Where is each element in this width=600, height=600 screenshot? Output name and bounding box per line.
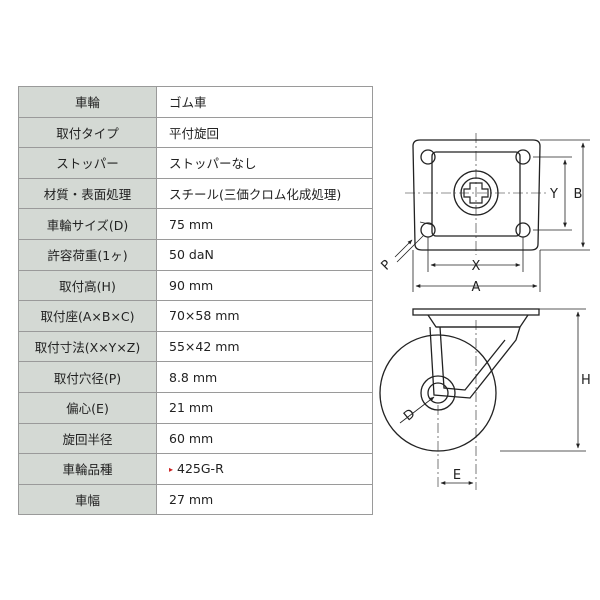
bolt-hole-br — [515, 222, 531, 238]
spec-value: 90 mm — [156, 269, 373, 302]
spec-label: 車輪 — [18, 86, 157, 118]
side-view — [379, 308, 540, 452]
axle — [427, 382, 449, 404]
spec-value: 60 mm — [156, 422, 373, 455]
spec-label: 車輪サイズ(D) — [18, 208, 157, 240]
spec-value: 8.8 mm — [156, 361, 373, 393]
bolt-hole-tl — [420, 149, 436, 165]
spec-row: 車輪サイズ(D)75 mm — [18, 208, 373, 240]
spec-label: 材質・表面処理 — [18, 177, 157, 210]
top-view — [405, 133, 548, 255]
wheel-type-link[interactable]: 425G-R — [177, 461, 224, 477]
spec-row: 車輪品種▸425G-R — [18, 453, 373, 485]
spec-label: 取付穴径(P) — [18, 361, 157, 393]
spec-table: 車輪ゴム車取付タイプ平付旋回ストッパーストッパーなし材質・表面処理スチール(三価… — [18, 86, 373, 516]
spec-row: 偏心(E)21 mm — [18, 391, 373, 424]
spec-label: 取付タイプ — [18, 116, 157, 149]
spec-value: 75 mm — [156, 208, 373, 240]
label-h: H — [581, 373, 591, 388]
spec-value: 70×58 mm — [156, 300, 373, 332]
bolt-hole-tr — [515, 149, 531, 165]
spec-value: 21 mm — [156, 391, 373, 424]
dim-d-leader — [399, 396, 435, 424]
triangle-marker-icon: ▸ — [169, 465, 174, 475]
label-p: P — [378, 257, 394, 273]
spec-value: スチール(三価クロム化成処理) — [156, 177, 373, 210]
spec-label: 取付高(H) — [18, 269, 157, 302]
spec-row: 取付穴径(P)8.8 mm — [18, 361, 373, 393]
spec-row: 取付高(H)90 mm — [18, 269, 373, 302]
wheel-hub — [420, 375, 456, 411]
side-mounting-plate — [412, 308, 540, 316]
spec-value: 27 mm — [156, 483, 373, 516]
dim-p-leader — [396, 235, 424, 263]
spec-label: 偏心(E) — [18, 391, 157, 424]
spec-row: 取付タイプ平付旋回 — [18, 116, 373, 149]
spec-label: 車輪品種 — [18, 453, 157, 485]
wheel-outer — [379, 334, 497, 452]
spec-value: ▸425G-R — [156, 453, 373, 485]
label-y: Y — [549, 187, 558, 202]
top-dimensions — [394, 139, 590, 292]
spec-label: 許容荷重(1ヶ) — [18, 238, 157, 271]
spec-label: 取付座(A×B×C) — [18, 300, 157, 332]
side-dimensions — [399, 308, 586, 490]
label-b: B — [574, 187, 583, 202]
label-a: A — [472, 280, 481, 295]
label-e: E — [453, 468, 461, 483]
spec-label: 旋回半径 — [18, 422, 157, 455]
spec-table-body: 車輪ゴム車取付タイプ平付旋回ストッパーストッパーなし材質・表面処理スチール(三価… — [18, 86, 373, 516]
spec-row: ストッパーストッパーなし — [18, 147, 373, 179]
label-d: D — [401, 406, 418, 424]
label-x: X — [472, 259, 481, 274]
spec-value: ストッパーなし — [156, 147, 373, 179]
cross-head-icon — [463, 182, 489, 204]
spec-label: ストッパー — [18, 147, 157, 179]
spec-row: 取付座(A×B×C)70×58 mm — [18, 300, 373, 332]
spec-row: 車輪ゴム車 — [18, 86, 373, 118]
dim-p-arrow — [394, 239, 413, 258]
swivel-housing — [427, 314, 529, 328]
spec-row: 許容荷重(1ヶ)50 daN — [18, 238, 373, 271]
spec-label: 車幅 — [18, 483, 157, 516]
spec-row: 材質・表面処理スチール(三価クロム化成処理) — [18, 177, 373, 210]
fork-body — [429, 326, 521, 399]
spec-value: 55×42 mm — [156, 330, 373, 363]
mounting-plate-outline — [412, 139, 541, 251]
spec-value: 平付旋回 — [156, 116, 373, 149]
